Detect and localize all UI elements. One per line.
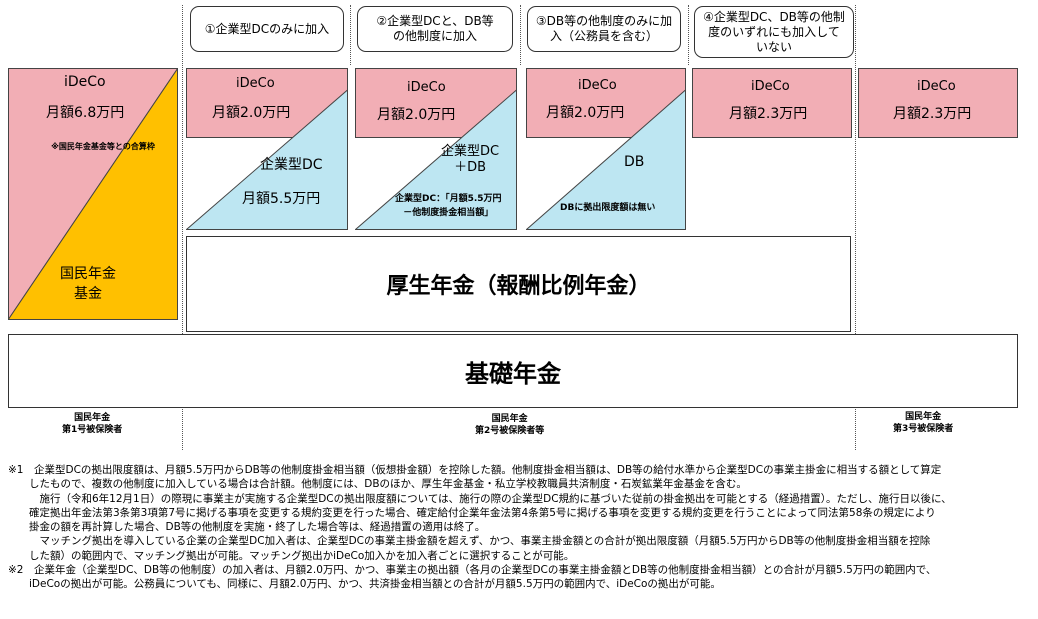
footnote-line: ※1 企業型DCの拠出限度額は、月額5.5万円からDB等の他制度掛金相当額（仮想… bbox=[8, 464, 942, 476]
ideco-no-plan-block: iDeCo 月額2.3万円 bbox=[692, 68, 852, 138]
ideco-amount: 月額2.0万円 bbox=[377, 107, 456, 123]
footnote-line: 掛金の額を再計算した場合、DB等の他制度を実施・終了した場合等は、経過措置の適用… bbox=[8, 521, 486, 534]
header-dc-and-db: ②企業型DCと、DB等の他制度に加入 bbox=[357, 6, 513, 52]
insured-group-type2: 国民年金第2号被保険者等 bbox=[475, 414, 545, 436]
footnote-line: 確定拠出年金法第3条第3項第7号に掲げる事項を変更する規約変更を行った場合、確定… bbox=[8, 506, 936, 519]
db-only-block: iDeCo 月額2.0万円 DB DBに拠出限度額は無い bbox=[526, 68, 686, 230]
employees-pension-block: 厚生年金（報酬比例年金） bbox=[186, 236, 851, 332]
header-db-only: ③DB等の他制度のみに加入（公務員を含む） bbox=[527, 6, 681, 52]
dc-only-block: iDeCo 月額2.0万円 企業型DC 月額5.5万円 bbox=[186, 68, 348, 230]
ideco-amount: 月額2.0万円 bbox=[212, 105, 291, 121]
header-dc-only: ①企業型DCのみに加入 bbox=[190, 6, 344, 52]
separator-line bbox=[855, 5, 856, 450]
ideco-label: iDeCo bbox=[578, 78, 617, 93]
ideco-amount: 月額6.8万円 bbox=[46, 105, 125, 121]
db-no-limit-note: DBに拠出限度額は無い bbox=[560, 203, 656, 213]
separator-line bbox=[520, 5, 521, 65]
insured-group-type1: 国民年金第1号被保険者 bbox=[62, 413, 123, 435]
footnote-line: マッチング拠出を導入している企業の企業型DC加入者は、企業型DCの事業主掛金額を… bbox=[8, 535, 931, 548]
ideco-amount: 月額2.0万円 bbox=[546, 105, 625, 121]
header-none: ④企業型DC、DB等の他制度のいずれにも加入していない bbox=[694, 6, 854, 58]
ideco-amount: 月額2.3万円 bbox=[893, 106, 972, 122]
ideco-label: iDeCo bbox=[917, 79, 956, 94]
footnote-line: ※2 企業年金（企業型DC、DB等の他制度）の加入者は、月額2.0万円、かつ、事… bbox=[8, 564, 937, 577]
corporate-dc-label: 企業型DC bbox=[260, 157, 323, 173]
dc-and-db-block: iDeCo 月額2.0万円 企業型DC＋DB 企業型DC：「月額5.5万円－他制… bbox=[355, 68, 517, 230]
footnote-line: したもので、複数の他制度に加入している場合は合計額。他制度には、DBのほか、厚生… bbox=[8, 478, 747, 491]
corporate-dc-amount: 月額5.5万円 bbox=[242, 191, 321, 207]
insured-group-type3: 国民年金第3号被保険者 bbox=[893, 412, 954, 434]
separator-line bbox=[688, 5, 689, 65]
ideco-type3-block: iDeCo 月額2.3万円 bbox=[858, 68, 1018, 138]
ideco-label: iDeCo bbox=[236, 76, 275, 91]
separator-line bbox=[350, 5, 351, 65]
dc-only-shapes bbox=[186, 68, 348, 230]
footnote-line: 施行（令和6年12月1日）の際現に事業主が実施する企業型DCの拠出限度額について… bbox=[8, 492, 952, 505]
national-pension-fund-label: 国民年金基金 bbox=[60, 266, 116, 302]
footnotes: ※1 企業型DCの拠出限度額は、月額5.5万円からDB等の他制度掛金相当額（仮想… bbox=[8, 463, 1032, 592]
basic-pension-block: 基礎年金 bbox=[8, 334, 1018, 408]
separator-line bbox=[182, 5, 183, 450]
ideco-amount: 月額2.3万円 bbox=[729, 106, 808, 122]
dc-limit-note: 企業型DC：「月額5.5万円－他制度掛金相当額」 bbox=[395, 194, 502, 218]
ideco-label: iDeCo bbox=[407, 80, 446, 95]
ideco-label: iDeCo bbox=[64, 74, 106, 90]
corporate-dc-db-label: 企業型DC＋DB bbox=[441, 144, 500, 175]
ideco-label: iDeCo bbox=[751, 79, 790, 94]
ideco-type1-block: iDeCo 月額6.8万円 ※国民年金基金等との合算枠 国民年金基金 bbox=[8, 68, 178, 320]
footnote-line: した額）の範囲内で、マッチング拠出が可能。マッチング拠出かiDeCo加入かを加入… bbox=[8, 549, 575, 562]
footnote-line: iDeCoの拠出が可能。公務員についても、同様に、月額2.0万円、かつ、共済掛金… bbox=[8, 578, 721, 591]
db-label: DB bbox=[624, 154, 645, 170]
ideco-type1-shapes bbox=[8, 68, 178, 320]
dc-and-db-shapes bbox=[355, 68, 517, 230]
db-only-shapes bbox=[526, 68, 686, 230]
combined-limit-note: ※国民年金基金等との合算枠 bbox=[51, 142, 155, 151]
